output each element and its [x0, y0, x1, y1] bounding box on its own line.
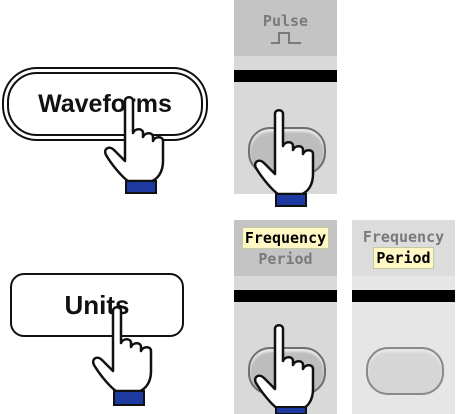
frequency-softkey-label-area: Frequency Period — [234, 220, 337, 276]
pulse-label: Pulse — [262, 12, 309, 30]
hand-pointer-icon — [254, 324, 315, 414]
softkey-divider-bar — [234, 70, 337, 82]
softkey-divider-bar — [352, 290, 455, 302]
waveforms-key-label: Waveforms — [38, 89, 172, 118]
period-option: Period — [258, 250, 313, 268]
frequency-softkey-panel: Frequency Period — [234, 220, 337, 414]
hand-pointer-icon — [104, 96, 165, 194]
pulse-softkey-label-area: Pulse — [234, 0, 337, 56]
frequency-option: Frequency — [362, 228, 445, 246]
hand-pointer-icon — [254, 109, 315, 207]
pulse-waveform-icon — [270, 32, 301, 44]
hand-pointer-icon — [92, 306, 153, 406]
softkey-divider-bar — [234, 290, 337, 302]
period-softkey-button-area — [352, 302, 455, 414]
units-key[interactable]: Units — [10, 273, 184, 337]
waveforms-key[interactable]: Waveforms — [7, 72, 203, 136]
period-softkey-label-area: Frequency Period — [352, 220, 455, 276]
period-option-selected: Period — [373, 247, 434, 269]
period-softkey-button[interactable] — [366, 347, 444, 395]
frequency-option-selected: Frequency — [241, 227, 330, 249]
period-softkey-panel: Frequency Period — [352, 220, 455, 414]
